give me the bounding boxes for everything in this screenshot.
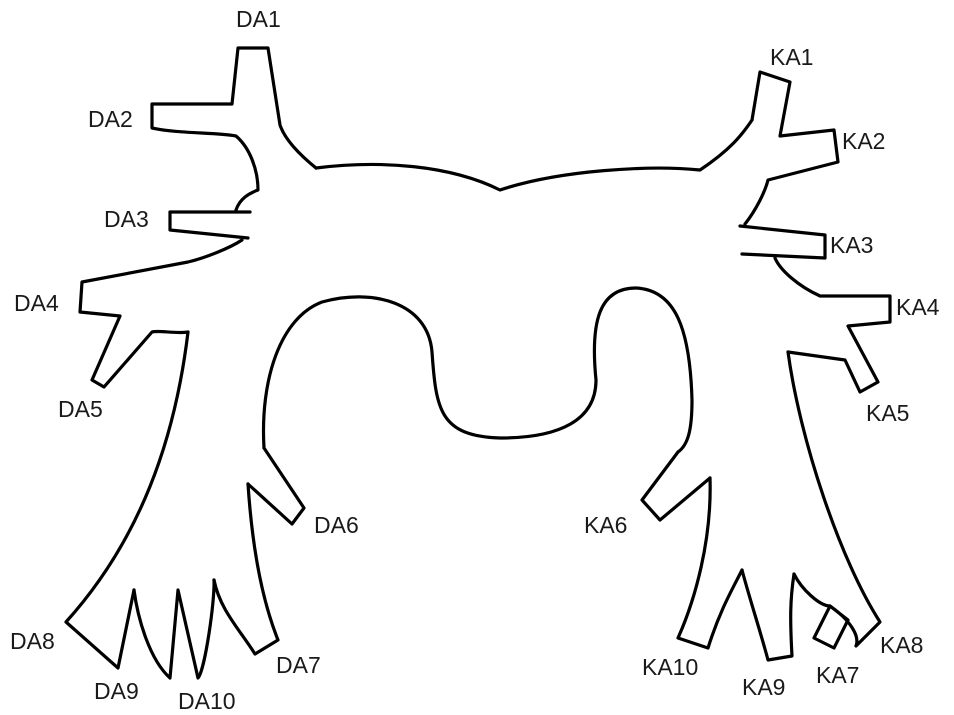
label-da7: DA7	[276, 654, 321, 677]
ka7-outline	[814, 606, 848, 648]
label-da8: DA8	[10, 630, 55, 653]
label-ka5: KA5	[866, 402, 909, 425]
label-da3: DA3	[104, 208, 149, 231]
label-da1: DA1	[236, 8, 281, 31]
label-da6: DA6	[314, 514, 359, 537]
da7-outline	[214, 484, 278, 654]
label-da10: DA10	[178, 690, 236, 713]
left-top-branch-outline	[152, 48, 316, 210]
label-ka2: KA2	[842, 130, 885, 153]
label-ka9: KA9	[742, 676, 785, 699]
left-mid-branch-outline	[80, 240, 242, 387]
left-trunk-outline	[66, 332, 188, 668]
label-da9: DA9	[94, 680, 139, 703]
ka3-vessel-outline	[740, 226, 825, 258]
da6-outline	[248, 448, 304, 524]
right-top-branch-outline	[745, 72, 838, 224]
label-ka7: KA7	[816, 664, 859, 687]
da3-vessel-outline	[170, 212, 250, 238]
label-da2: DA2	[88, 108, 133, 131]
ka9-outline	[742, 570, 794, 660]
central-cavity-outline	[263, 288, 692, 452]
right-trunk-outline	[788, 352, 880, 646]
label-ka10: KA10	[642, 656, 698, 679]
label-ka4: KA4	[896, 296, 939, 319]
ka10-outline	[678, 478, 742, 648]
da9-da10-outline	[134, 580, 214, 678]
ka6-outline	[642, 452, 710, 520]
label-ka3: KA3	[830, 234, 873, 257]
label-da5: DA5	[58, 398, 103, 421]
top-arch-outline	[316, 120, 752, 190]
label-ka8: KA8	[880, 634, 923, 657]
label-ka6: KA6	[584, 514, 627, 537]
label-ka1: KA1	[770, 46, 813, 69]
label-da4: DA4	[14, 292, 59, 315]
